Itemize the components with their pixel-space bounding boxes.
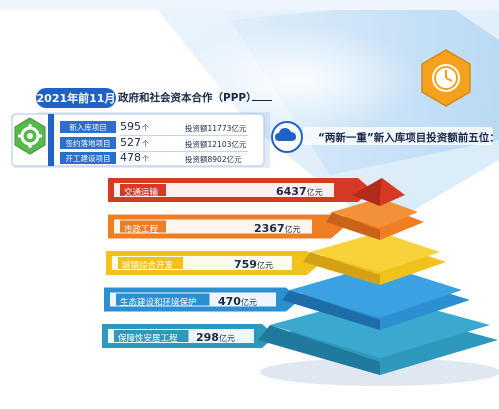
gear-icon: [14, 117, 46, 155]
summary-row-count: 527个: [120, 136, 149, 149]
chart-title: “两新一重”新入库项目投资额前五位：: [318, 132, 499, 144]
bar-value-label: 470亿元: [218, 294, 257, 308]
bar-category-label: 生态建设和环境保护: [120, 297, 197, 308]
summary-panel-accent: [48, 114, 54, 166]
period-tab: 2021年前11月: [36, 88, 116, 108]
header-title: 政府和社会资本合作（PPP）: [118, 92, 257, 104]
bar-value-label: 298亿元: [196, 331, 235, 344]
row-divider: [120, 151, 248, 152]
bar-category-label: 城镇综合开发: [122, 261, 174, 271]
pyramid: [258, 178, 499, 386]
header-rule: [252, 100, 272, 101]
bar-category-tag: [114, 330, 189, 342]
bars-group: [102, 178, 372, 348]
bar-category-tag: [118, 257, 183, 269]
right-title-bg: [303, 127, 493, 145]
summary-row-investment: 投资额12103亿元: [185, 140, 247, 149]
summary-row-label: 新入库项目: [60, 121, 116, 133]
row-divider: [120, 135, 248, 136]
summary-row-investment: 投资额8902亿元: [185, 155, 242, 164]
summary-row-label: 签约落地项目: [60, 137, 116, 149]
bar-category-label: 市政工程: [124, 224, 159, 235]
summary-row-count: 595个: [120, 120, 149, 133]
summary-row-label: 开工建设项目: [60, 152, 116, 164]
cloud-icon: [271, 121, 303, 153]
bar-value-label: 759亿元: [234, 258, 273, 271]
top-strip: [0, 0, 499, 10]
clock-icon: [421, 49, 471, 107]
glow: [180, 25, 420, 135]
bar-plate: [114, 183, 334, 197]
summary-row-investment: 投资额11773亿元: [185, 124, 247, 133]
bar-category-label: 交通运输: [124, 188, 159, 198]
bar-value-label: 2367亿元: [254, 221, 301, 235]
bar-value-label: 6437亿元: [276, 185, 323, 198]
bar-category-label: 保障性安居工程: [118, 334, 178, 344]
bar-category-tag: [120, 184, 166, 196]
bar-category-tag: [120, 220, 166, 233]
summary-row-count: 478个: [120, 151, 149, 164]
bar-category-tag: [116, 293, 210, 306]
